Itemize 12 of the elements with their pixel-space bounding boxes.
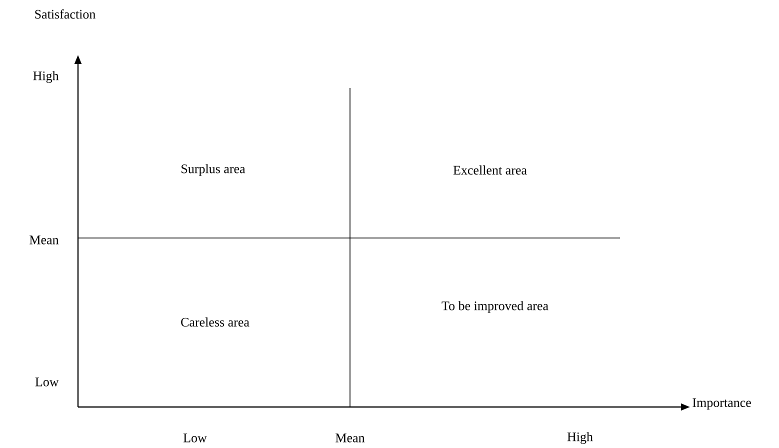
axis-title: Importance (692, 398, 751, 410)
tick-label: High (567, 432, 593, 444)
quadrant-label: To be improved area (442, 301, 548, 313)
tick-label: Mean (30, 236, 59, 244)
tick-label: Low (183, 434, 207, 442)
axis-title: Satisfaction (35, 9, 96, 19)
tick-label: Low (35, 378, 59, 386)
tick-label: Mean (336, 434, 365, 442)
quadrant-label: Excellent area (453, 165, 527, 175)
tick-label: High (33, 71, 59, 83)
quadrant-label: Careless area (181, 317, 250, 327)
quadrant-label: Surplus area (182, 164, 246, 176)
